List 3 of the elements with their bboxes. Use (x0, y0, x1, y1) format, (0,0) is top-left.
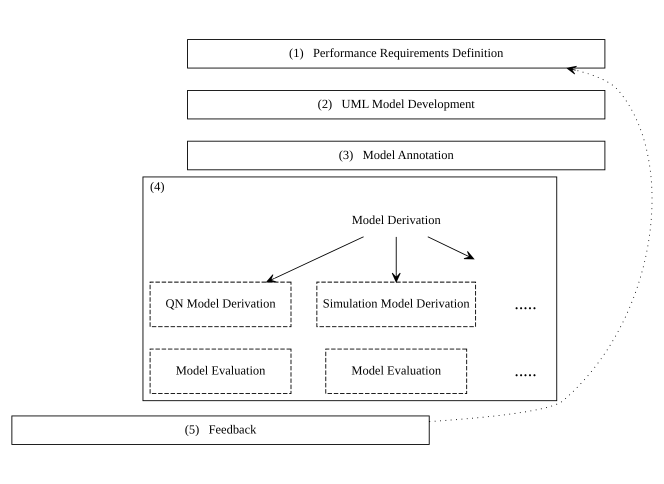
label: ..... (514, 360, 537, 380)
node-text: Model Derivation (352, 212, 441, 227)
label: ..... (514, 292, 537, 313)
